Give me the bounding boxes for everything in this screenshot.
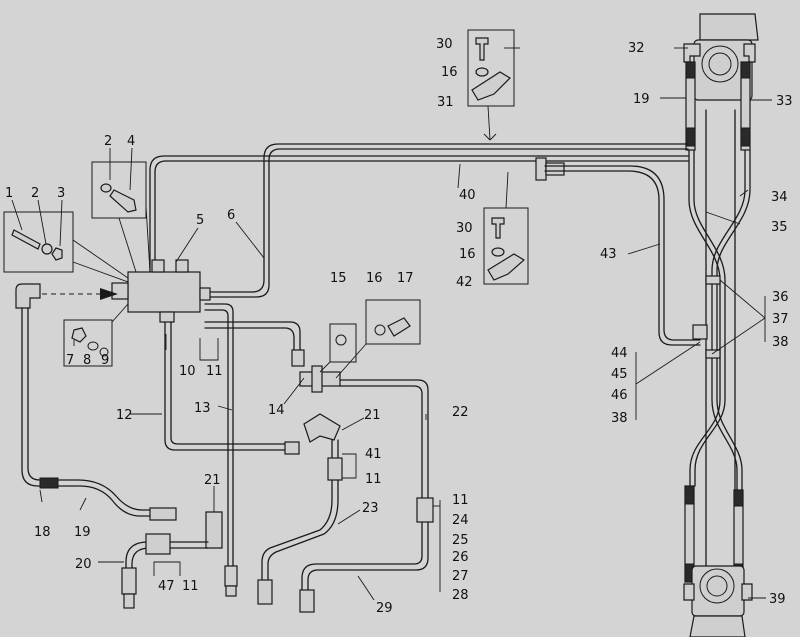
callout-30b: 30	[456, 221, 473, 236]
callout-23: 23	[362, 501, 379, 516]
line-20-21	[121, 511, 223, 609]
callout-25: 25	[452, 533, 469, 548]
line-18-19	[15, 283, 177, 521]
callout-19b: 19	[633, 92, 650, 107]
callout-26: 26	[452, 550, 469, 565]
callout-43: 43	[600, 247, 617, 262]
callout-41: 41	[365, 447, 382, 462]
callout-19a: 19	[74, 525, 91, 540]
tube-40	[129, 155, 689, 284]
callout-2a: 2	[31, 186, 39, 201]
callout-35: 35	[771, 220, 788, 235]
callout-29: 29	[376, 601, 393, 616]
callout-16a: 16	[366, 271, 383, 286]
tube-43	[544, 165, 701, 346]
detail-box-16-17	[335, 299, 421, 379]
callout-44: 44	[611, 346, 628, 361]
callout-2b: 2	[104, 134, 112, 149]
arrow-head	[100, 288, 118, 300]
line-22	[299, 379, 434, 613]
callout-7: 7	[66, 353, 74, 368]
callout-38b: 38	[611, 411, 628, 426]
line-13	[204, 303, 238, 597]
callout-30a: 30	[436, 37, 453, 52]
callout-10: 10	[179, 364, 196, 379]
callout-39: 39	[769, 592, 786, 607]
detail-box-1-3	[3, 211, 129, 283]
callout-9: 9	[101, 353, 109, 368]
callout-11d: 11	[452, 493, 469, 508]
callout-1: 1	[5, 186, 13, 201]
callout-4: 4	[127, 134, 135, 149]
line-to-tee	[204, 321, 341, 393]
callout-11c: 11	[365, 472, 382, 487]
callout-21a: 21	[204, 473, 221, 488]
callout-22: 22	[452, 405, 469, 420]
callout-42: 42	[456, 275, 473, 290]
callout-46: 46	[611, 388, 628, 403]
callout-16b: 16	[441, 65, 458, 80]
detail-box-15	[319, 323, 357, 373]
detail-box-30-31	[467, 29, 515, 141]
callout-12: 12	[116, 408, 133, 423]
callout-24: 24	[452, 513, 469, 528]
callout-31: 31	[437, 95, 454, 110]
bottom-cylinder	[683, 565, 753, 637]
callout-36: 36	[772, 290, 789, 305]
elbow-21	[257, 413, 343, 605]
crossing-tubes	[688, 149, 751, 491]
detail-box-7-9	[63, 303, 129, 367]
callout-8: 8	[83, 353, 91, 368]
callout-17: 17	[397, 271, 414, 286]
callout-32: 32	[628, 41, 645, 56]
callout-13: 13	[194, 401, 211, 416]
callout-38a: 38	[772, 335, 789, 350]
line-12	[164, 321, 300, 455]
detail-box-30-42	[483, 171, 529, 285]
callout-37: 37	[772, 312, 789, 327]
callout-18: 18	[34, 525, 51, 540]
tube-upper-6	[199, 143, 689, 298]
callout-6: 6	[227, 208, 235, 223]
callout-33: 33	[776, 94, 793, 109]
callout-45: 45	[611, 367, 628, 382]
callout-21b: 21	[364, 408, 381, 423]
hose-19	[685, 61, 696, 151]
callout-16c: 16	[459, 247, 476, 262]
callout-20: 20	[75, 557, 92, 572]
detail-box-2-4	[91, 161, 151, 273]
callout-40: 40	[459, 188, 476, 203]
top-fittings	[683, 43, 756, 63]
hose-33	[740, 61, 751, 151]
callout-27: 27	[452, 569, 469, 584]
callout-5: 5	[196, 213, 204, 228]
callout-15: 15	[330, 271, 347, 286]
callout-leaders	[11, 47, 772, 601]
callout-labels: 1 2 3 2 4 5 6 7 8 9 10 11 12 13 14 15 16…	[5, 37, 793, 616]
callout-3: 3	[57, 186, 65, 201]
valve-block	[111, 259, 211, 323]
callout-28: 28	[452, 588, 469, 603]
callout-34: 34	[771, 190, 788, 205]
callout-11b: 11	[182, 579, 199, 594]
callout-11a: 11	[206, 364, 223, 379]
callout-14: 14	[268, 403, 285, 418]
callout-47: 47	[158, 579, 175, 594]
